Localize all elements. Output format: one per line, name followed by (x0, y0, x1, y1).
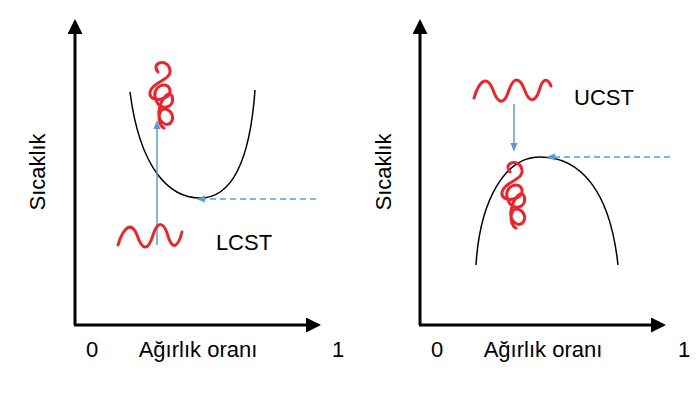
x-axis (419, 324, 663, 327)
dashed-pointer (198, 198, 316, 200)
curve-label: LCST (216, 232, 272, 254)
axis-title: Sıcaklık (373, 133, 395, 210)
axis-tick: 0 (431, 339, 443, 361)
lcst-curve (130, 90, 255, 198)
transition-arrow (513, 104, 515, 150)
dashed-pointer (548, 156, 670, 158)
axis-title: Ağırlık oranı (484, 339, 603, 361)
x-axis (74, 324, 318, 327)
ucst-curve (476, 157, 618, 265)
curve-label: UCST (574, 87, 634, 109)
collapsed-coil (502, 163, 525, 228)
extended-chain (474, 80, 551, 101)
y-axis (419, 22, 422, 325)
axis-tick: 0 (86, 339, 98, 361)
axis-title: Ağırlık oranı (139, 339, 258, 361)
axis-tick: 1 (332, 339, 344, 361)
collapsed-coil (150, 63, 173, 128)
extended-chain (118, 225, 182, 247)
y-axis (74, 22, 77, 325)
axis-title: Sıcaklık (27, 133, 49, 210)
axis-tick: 1 (678, 339, 690, 361)
